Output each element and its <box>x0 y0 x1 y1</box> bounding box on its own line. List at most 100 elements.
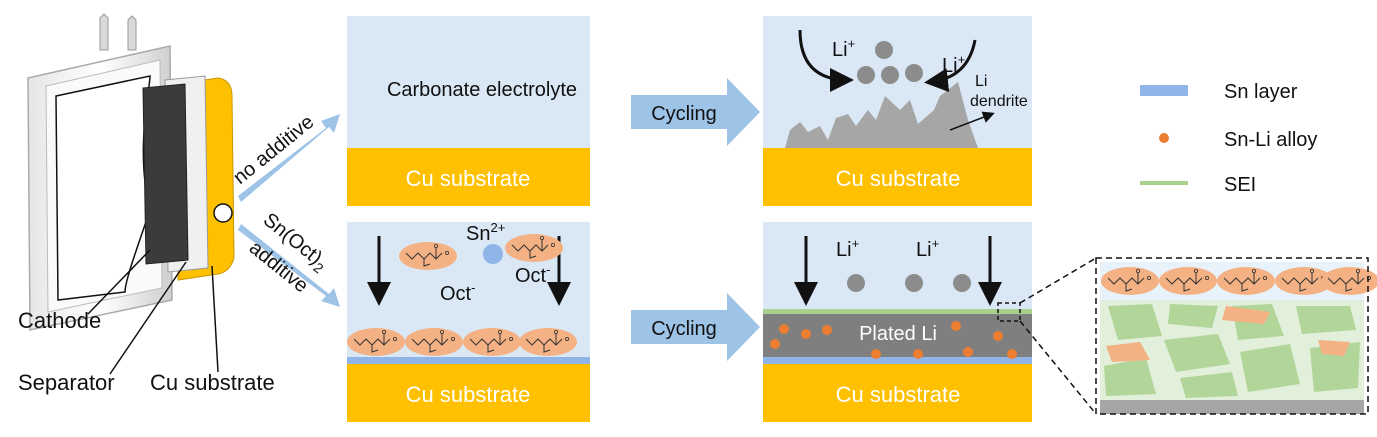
separator-label: Separator <box>18 370 115 395</box>
cathode-pointer <box>87 249 151 315</box>
panel-top-right: Li+ Li+ Li dendrite Cu substrate <box>763 16 1032 206</box>
inset-oct <box>1158 266 1218 296</box>
zoom-box <box>997 302 1021 322</box>
li-ion-label-right: Li+ <box>916 236 939 261</box>
inset-border <box>1095 257 1369 415</box>
sn-ion <box>483 244 503 264</box>
li-ion-label-right: Li+ <box>942 52 965 77</box>
oct-grain <box>1222 306 1270 324</box>
cu-substrate-block <box>763 148 1032 206</box>
sn-li-alloy-particle <box>913 349 923 359</box>
legend: Sn layer Sn-Li alloy SEI <box>1140 81 1317 196</box>
cycling-arrow-bottom: Cycling <box>631 293 760 361</box>
li-ion-label: Li+ <box>832 36 855 61</box>
li-dendrites <box>785 82 978 148</box>
pouch-cell: Cathode Separator Cu substrate <box>18 13 275 395</box>
adsorbed-oct <box>462 327 522 357</box>
zoom-connector-top <box>1019 257 1097 304</box>
separator-pointer <box>109 261 187 375</box>
panel-bottom-left: Sn2+ Oct- Oct- Cu substrate <box>346 220 590 422</box>
cu-substrate-text: Cu substrate <box>836 166 961 191</box>
oct-grain <box>1106 342 1150 362</box>
sn-li-alloy-particle <box>993 331 1003 341</box>
li-ion <box>953 274 971 292</box>
cathode-layer <box>142 83 189 265</box>
tab-left <box>99 13 109 51</box>
electrolyte-label: Carbonate electrolyte <box>387 79 577 101</box>
tab-right <box>127 15 137 51</box>
electrolyte-region <box>763 222 1032 312</box>
legend-swatch-sn-li-alloy <box>1159 133 1169 143</box>
cu-substrate-block <box>763 364 1032 422</box>
cu-substrate-text: Cu substrate <box>836 382 961 407</box>
sei-grain <box>1296 306 1356 334</box>
cycling-label: Cycling <box>651 318 717 340</box>
oct-label-right: Oct- <box>515 262 550 287</box>
sei-grain <box>1108 304 1162 340</box>
zoom-connector-bottom <box>1019 320 1097 415</box>
zoom-point <box>213 203 233 223</box>
oct-grain <box>1318 340 1350 356</box>
li-ion <box>847 274 865 292</box>
sn-li-alloy-particle <box>871 349 881 359</box>
sn-li-alloy-particle <box>951 321 961 331</box>
sei-layer <box>763 309 1032 314</box>
inset-oct <box>1100 266 1160 296</box>
dendrite-label-li: Li <box>975 73 987 90</box>
cu-pointer <box>211 265 219 373</box>
oct-molecule <box>504 233 564 263</box>
sei-grain <box>1240 344 1300 392</box>
branch-arrow-bottom <box>238 224 340 307</box>
cathode-label: Cathode <box>18 308 101 333</box>
panel-top-left: Carbonate electrolyte Cu substrate <box>347 16 590 206</box>
sei-grain <box>1168 304 1218 328</box>
legend-swatch-sei <box>1140 181 1188 185</box>
li-ion-label: Li+ <box>836 236 859 261</box>
legend-label-sn-li-alloy: Sn-Li alloy <box>1224 129 1317 151</box>
sn-layer <box>763 357 1032 364</box>
sn-layer <box>347 357 590 364</box>
legend-label-sn-layer: Sn layer <box>1224 81 1298 103</box>
zoom-inset <box>1095 257 1377 415</box>
no-additive-label: no additive <box>229 111 318 189</box>
dendrite-label: dendrite <box>970 93 1028 110</box>
sn-li-alloy-particle <box>770 339 780 349</box>
electrolyte-region <box>347 16 590 148</box>
cu-substrate-block <box>347 148 590 206</box>
cu-substrate-label: Cu substrate <box>150 370 275 395</box>
branch-arrow-top <box>238 114 340 202</box>
oct-molecule <box>398 241 458 271</box>
li-flow-arrow-left <box>798 29 854 92</box>
sei-grain <box>1310 342 1360 392</box>
cu-substrate-text: Cu substrate <box>406 382 531 407</box>
cycling-label: Cycling <box>651 103 717 125</box>
branch-arrows: no additive Sn(Oct)2 additive <box>229 111 340 307</box>
li-ion <box>875 41 893 59</box>
oct-label-left: Oct- <box>440 280 475 305</box>
li-ion <box>905 274 923 292</box>
legend-swatch-sn-layer <box>1140 85 1188 96</box>
sn-li-alloy-particle <box>963 347 973 357</box>
inset-li-layer <box>1100 400 1364 414</box>
legend-label-sei: SEI <box>1224 174 1256 196</box>
cu-substrate-text: Cu substrate <box>406 166 531 191</box>
adsorbed-oct <box>346 327 406 357</box>
li-flow-arrow-right <box>924 39 977 93</box>
sn-li-alloy-particle <box>822 325 832 335</box>
sei-grain <box>1180 372 1238 398</box>
li-ion <box>905 64 923 82</box>
sei-grain <box>1104 358 1156 396</box>
sn-ion-label: Sn2+ <box>466 220 505 245</box>
li-ion <box>881 66 899 84</box>
sn-li-alloy-particle <box>801 329 811 339</box>
sei-grain <box>1164 334 1230 372</box>
plated-li-label: Plated Li <box>859 323 937 345</box>
adsorbed-oct <box>518 327 578 357</box>
panel-bottom-right: Li+ Li+ Plated Li Cu substrate <box>763 222 1032 422</box>
sn-li-alloy-particle <box>1007 349 1017 359</box>
sn-li-alloy-particle <box>779 324 789 334</box>
li-ion <box>857 66 875 84</box>
cu-substrate-block <box>347 364 590 422</box>
cycling-arrow-shape <box>631 78 760 146</box>
